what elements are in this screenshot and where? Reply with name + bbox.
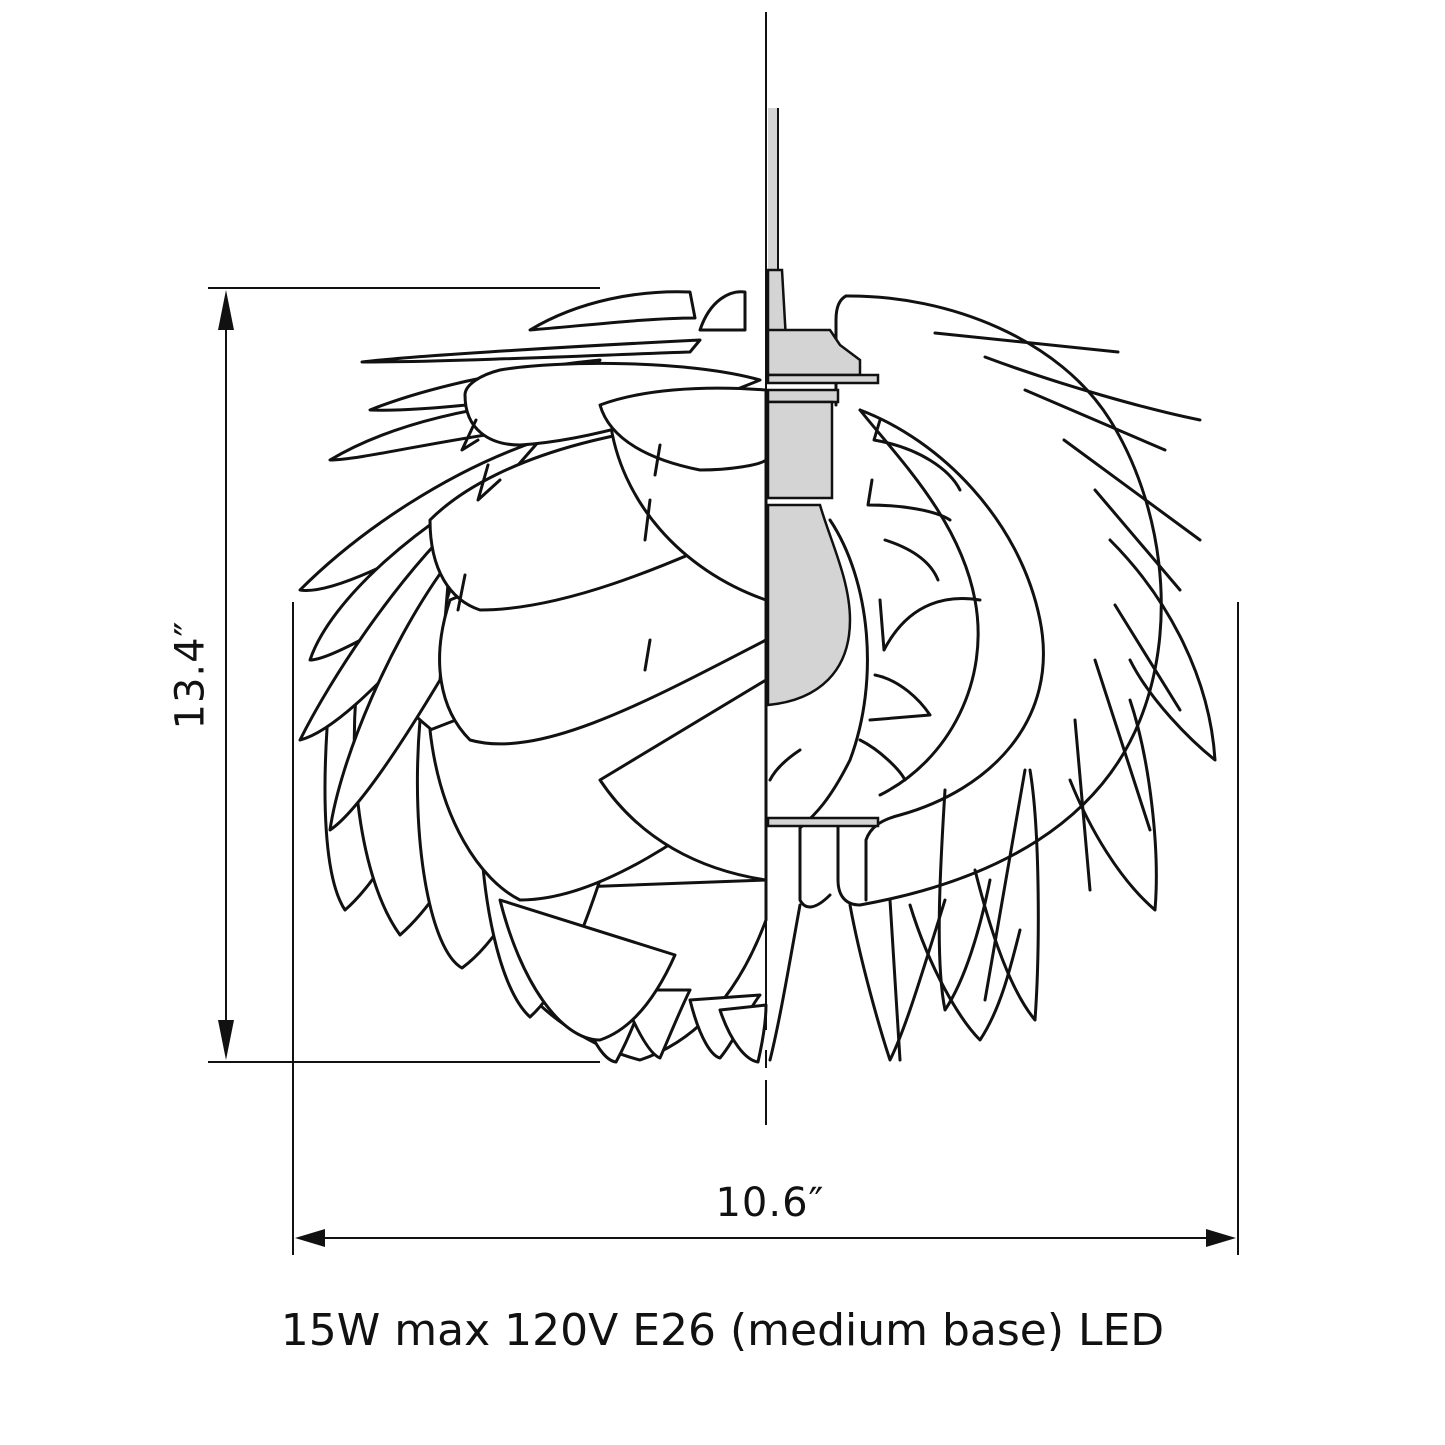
height-value: 13.4″ [167, 620, 214, 730]
spec-caption: 15W max 120V E26 (medium base) LED [280, 1305, 1165, 1356]
height-dimension [208, 287, 600, 1063]
height-dimension-label: 13.4″ [150, 620, 230, 729]
shade-exterior-half [298, 290, 768, 1064]
power-cord [766, 108, 788, 342]
arrow-right-icon [1206, 1229, 1236, 1247]
arrow-left-icon [295, 1229, 325, 1247]
arrow-up-icon [218, 290, 234, 330]
width-dimension [292, 602, 1239, 1255]
arrow-down-icon [218, 1020, 234, 1060]
shade-section-half [766, 294, 1217, 1062]
width-dimension-label: 10.6″ [715, 1180, 825, 1226]
